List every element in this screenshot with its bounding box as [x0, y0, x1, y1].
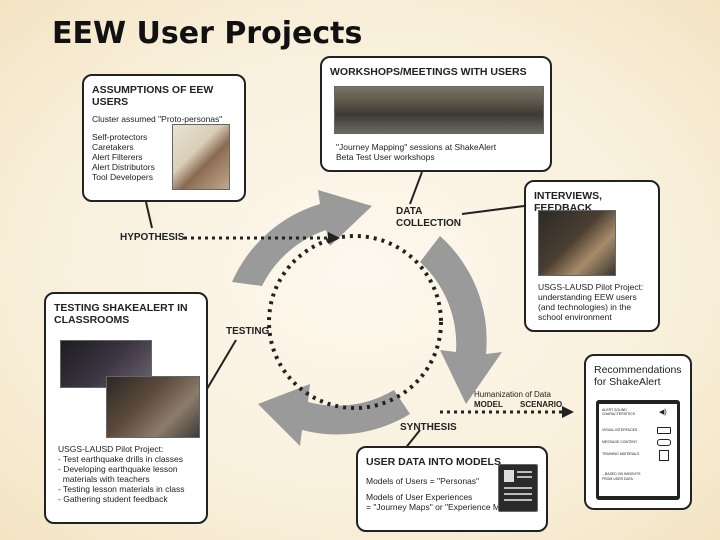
testing-line: - Testing lesson materials in class: [58, 484, 184, 494]
cycle-arrow-bottom: [258, 384, 410, 446]
cycle-arrow-right: [420, 236, 502, 404]
label-hypothesis: HYPOTHESIS: [120, 232, 184, 243]
interviews-line: USGS-LAUSD Pilot Project:: [538, 282, 643, 292]
label-synthesis: SYNTHESIS: [400, 422, 457, 433]
assumptions-photo: [172, 124, 230, 190]
workshops-title: WORKSHOPS/MEETINGS WITH USERS: [330, 66, 542, 78]
connector-assumptions: [146, 202, 152, 228]
recommendations-title-line1: Recommendations: [594, 364, 682, 376]
label-data-collection: DATA COLLECTION: [396, 206, 461, 230]
recommendations-box: Recommendations for ShakeAlert ALERT SOU…: [584, 354, 692, 510]
testing-title-line1: TESTING SHAKEALERT IN: [54, 302, 198, 314]
message-icon: [657, 439, 671, 446]
interviews-box: INTERVIEWS, FEEDBACK USGS-LAUSD Pilot Pr…: [524, 180, 660, 332]
assumptions-subtitle: Cluster assumed "Proto-personas": [92, 114, 236, 124]
workshops-box: WORKSHOPS/MEETINGS WITH USERS "Journey M…: [320, 56, 552, 172]
interviews-text: USGS-LAUSD Pilot Project: understanding …: [538, 282, 643, 322]
workshops-caption: "Journey Mapping" sessions at ShakeAlert…: [336, 142, 496, 162]
display-icon: [657, 427, 671, 434]
workshops-photo: [334, 86, 544, 134]
testing-text: USGS-LAUSD Pilot Project: - Test earthqu…: [58, 444, 184, 504]
testing-title-line2: CLASSROOMS: [54, 314, 198, 326]
assumptions-title: ASSUMPTIONS OF EEW USERS: [92, 84, 236, 108]
rec-row-sound: ALERT SOUND CHARACTERISTICS: [602, 408, 652, 416]
rec-footer: ...BASED ON INSIGHTS FROM USER DATA: [602, 472, 641, 482]
recommendations-tablet: ALERT SOUND CHARACTERISTICS ◀) VISUAL IN…: [596, 400, 680, 500]
connector-testing: [204, 340, 236, 394]
persona-avatar-icon: [504, 470, 514, 482]
scenario-arrowhead: [562, 406, 574, 418]
models-box: USER DATA INTO MODELS Models of Users = …: [356, 446, 548, 532]
persona-line-icon: [504, 493, 532, 495]
testing-line: - Test earthquake drills in classes: [58, 454, 184, 464]
document-icon: [659, 450, 669, 461]
rec-footer-line2: FROM USER DATA: [602, 477, 641, 482]
label-model: MODEL: [474, 400, 503, 409]
label-data-collection-line2: COLLECTION: [396, 218, 461, 230]
recommendations-title: Recommendations for ShakeAlert: [594, 364, 682, 388]
persona-line-icon: [504, 487, 532, 489]
recommendations-title-line2: for ShakeAlert: [594, 376, 682, 388]
workshops-caption-line1: "Journey Mapping" sessions at ShakeAlert: [336, 142, 496, 152]
testing-line: - Gathering student feedback: [58, 494, 184, 504]
tablet-screen: ALERT SOUND CHARACTERISTICS ◀) VISUAL IN…: [599, 404, 677, 496]
label-testing: TESTING: [226, 326, 269, 337]
persona-line-icon: [517, 476, 532, 478]
testing-photo-2: [106, 376, 200, 438]
persona-card-icon: [498, 464, 538, 512]
interviews-line: school environment: [538, 312, 643, 322]
interviews-line: understanding EEW users: [538, 292, 643, 302]
speaker-icon: ◀): [659, 408, 667, 416]
label-data-collection-line1: DATA: [396, 206, 461, 218]
label-scenario: SCENARIO: [520, 400, 562, 409]
label-humanization: Humanization of Data: [474, 390, 551, 399]
persona-line-icon: [504, 499, 532, 501]
dotted-cycle-circle: [269, 236, 441, 408]
connector-interviews: [462, 206, 524, 214]
rec-row-message: MESSAGE CONTENT: [602, 440, 637, 444]
testing-line: materials with teachers: [58, 474, 184, 484]
assumptions-box: ASSUMPTIONS OF EEW USERS Cluster assumed…: [82, 74, 246, 202]
testing-title: TESTING SHAKEALERT IN CLASSROOMS: [54, 302, 198, 326]
rec-row-visual: VISUAL INTERFACES: [602, 428, 637, 432]
testing-line: - Developing earthquake lesson: [58, 464, 184, 474]
interviews-line: (and technologies) in the: [538, 302, 643, 312]
persona-line-icon: [517, 471, 532, 473]
workshops-caption-line2: Beta Test User workshops: [336, 152, 496, 162]
rec-row-training: TRAINING MATERIALS: [602, 452, 639, 456]
connector-workshops: [410, 172, 422, 204]
testing-line: USGS-LAUSD Pilot Project:: [58, 444, 184, 454]
interviews-photo: [538, 210, 616, 276]
testing-box: TESTING SHAKEALERT IN CLASSROOMS USGS-LA…: [44, 292, 208, 524]
